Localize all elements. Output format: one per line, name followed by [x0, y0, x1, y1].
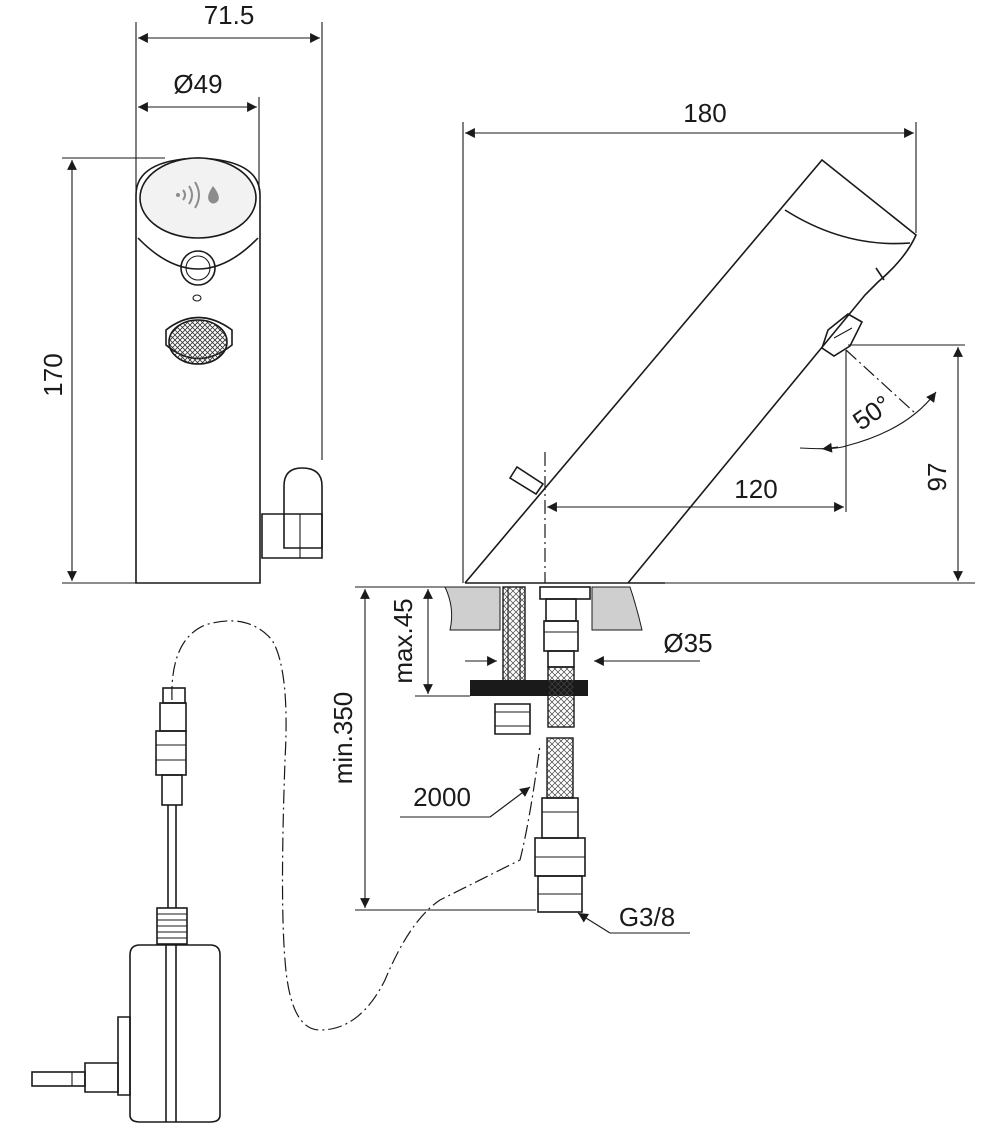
threaded-rod	[502, 586, 526, 685]
sensor-window	[821, 313, 864, 357]
deck-right	[591, 586, 643, 631]
lower-hose	[534, 737, 586, 913]
dim-hose-label: min.350	[328, 692, 358, 785]
deck-left	[444, 586, 501, 631]
dim-angle-label: 50°	[847, 389, 896, 436]
mounting-nut	[494, 703, 531, 735]
power-adapter	[129, 944, 221, 1123]
upper-hose	[539, 586, 591, 728]
sensor-waves-drop-icon	[176, 181, 219, 209]
control-button	[180, 250, 216, 286]
aerator-mesh-icon	[165, 316, 233, 365]
dim-width-label: 71.5	[204, 0, 255, 30]
dim-height-label: 170	[38, 353, 68, 396]
cable-path	[171, 620, 541, 1031]
front-view: 71.5 Ø49 170	[38, 0, 323, 584]
dim-reach-label: 120	[734, 474, 777, 504]
thread-label: G3/8	[619, 902, 675, 932]
cable-length-label: 2000	[413, 782, 471, 812]
dim-diameter-label: Ø49	[173, 69, 222, 99]
dim-spout-height-label: 97	[922, 463, 952, 492]
dim-hole-label: Ø35	[663, 628, 712, 658]
dim-deck-label: max.45	[388, 598, 418, 683]
faucet-body-side	[464, 158, 917, 584]
power-supply-assembly	[31, 620, 541, 1123]
side-view: 180 120 97 50°	[328, 98, 975, 934]
dim-length-label: 180	[683, 98, 726, 128]
side-lever-side	[508, 465, 545, 496]
side-lever	[261, 513, 323, 559]
